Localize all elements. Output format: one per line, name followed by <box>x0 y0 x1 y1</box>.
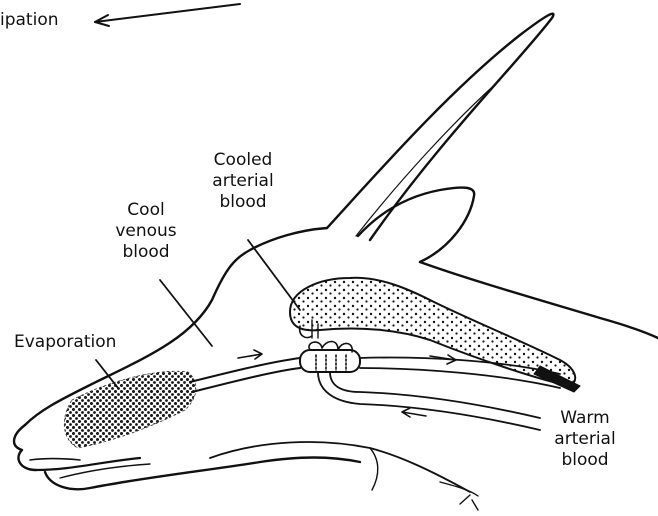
cool-venous-line-3: blood <box>102 242 190 263</box>
cooled-arterial-line-1: Cooled <box>198 150 288 171</box>
cooled-arterial-line-2: arterial <box>198 171 288 192</box>
flow-arrows <box>238 350 456 417</box>
warm-arterial-line-1: Warm <box>540 408 630 429</box>
cooled-arterial-line-3: blood <box>198 192 288 213</box>
brain <box>290 278 580 392</box>
cool-venous-line-2: venous <box>102 221 190 242</box>
warm-arterial-line-3: blood <box>540 450 630 471</box>
top-fragment-label: ipation <box>0 10 59 31</box>
cool-venous-blood-label: Cool venous blood <box>102 200 190 263</box>
warm-arterial-blood-label: Warm arterial blood <box>540 408 630 471</box>
cooled-arterial-blood-label: Cooled arterial blood <box>198 150 288 213</box>
nasal-evaporation-area <box>64 371 196 448</box>
ear <box>358 188 474 262</box>
warm-arterial-line-2: arterial <box>540 429 630 450</box>
cool-venous-line-1: Cool <box>102 200 190 221</box>
horn <box>327 14 553 240</box>
evaporation-label: Evaporation <box>14 332 116 353</box>
top-arrow <box>95 4 240 26</box>
